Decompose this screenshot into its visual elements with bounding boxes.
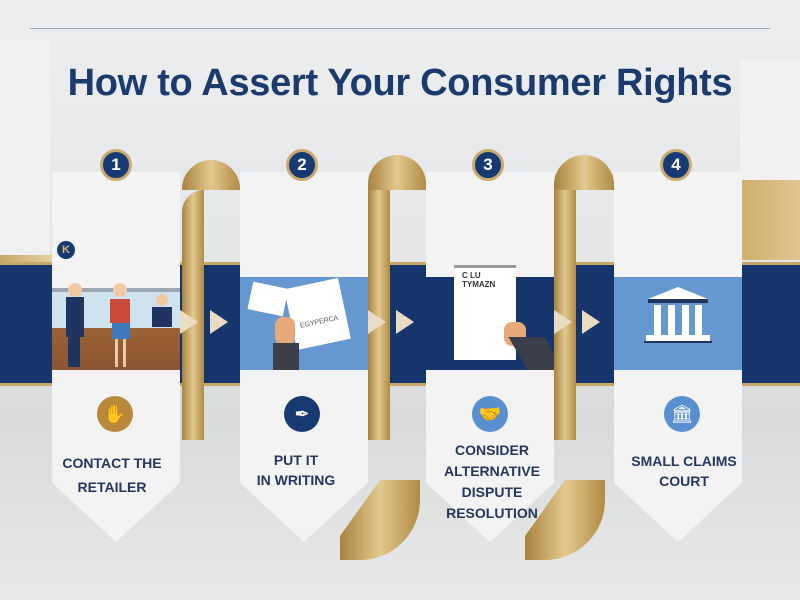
label-line: CONSIDER — [455, 442, 529, 458]
page-title: How to Assert Your Consumer Rights — [67, 62, 733, 104]
handshake-icon: 🤝 — [472, 396, 508, 432]
label-line: RESOLUTION — [446, 505, 538, 521]
label-line: PUT IT — [273, 452, 319, 468]
step-card-1 — [52, 172, 180, 542]
label-line: IN WRITING — [256, 472, 336, 488]
label-line: COURT — [659, 473, 709, 489]
label-line: RETAILER — [77, 479, 147, 495]
people-at-counter-illustration — [52, 277, 180, 370]
step-number-badge-2: 2 — [286, 149, 318, 181]
gold-ribbon — [368, 155, 426, 190]
step-label-1: CONTACT THE RETAILER — [48, 451, 176, 499]
flow-arrow-icon — [180, 310, 198, 334]
flow-arrow-icon — [210, 310, 228, 334]
gold-ribbon — [182, 160, 240, 190]
step-card-2: EGYPERCA — [240, 172, 368, 542]
label-line: DISPUTE — [461, 484, 523, 500]
step-number-badge-3: 3 — [472, 149, 504, 181]
step-card-3: C LU TYMAZN — [426, 172, 554, 542]
handshake-icon: ✋ — [97, 396, 133, 432]
document-text: C LU TYMAZN — [454, 265, 516, 360]
step-label-3: CONSIDER ALTERNATIVE DISPUTE RESOLUTION — [428, 440, 556, 524]
step-number-badge-1: 1 — [100, 149, 132, 181]
step-label-2: PUT IT IN WRITING — [232, 450, 360, 490]
flow-arrow-icon — [554, 310, 572, 334]
courthouse-illustration — [614, 277, 742, 370]
step-card-4 — [614, 172, 742, 542]
background-gold-panel — [742, 180, 800, 260]
top-divider — [30, 28, 770, 29]
gold-ribbon — [554, 155, 614, 190]
flow-arrow-icon — [396, 310, 414, 334]
flow-arrow-icon — [582, 310, 600, 334]
pen-icon: ✒ — [284, 396, 320, 432]
hand-holding-letter-illustration: EGYPERCA — [240, 277, 368, 370]
logo-k-icon: K — [57, 241, 75, 259]
step-label-4: SMALL CLAIMS COURT — [620, 451, 748, 491]
hand-holding-document-illustration: C LU TYMAZN — [426, 265, 554, 370]
label-line: ALTERNATIVE — [444, 463, 540, 479]
step-number-badge-4: 4 — [660, 149, 692, 181]
label-line: SMALL CLAIMS — [631, 453, 737, 469]
label-line: CONTACT THE — [62, 455, 162, 471]
flow-arrow-icon — [368, 310, 386, 334]
courthouse-icon: 🏛 — [664, 396, 700, 432]
